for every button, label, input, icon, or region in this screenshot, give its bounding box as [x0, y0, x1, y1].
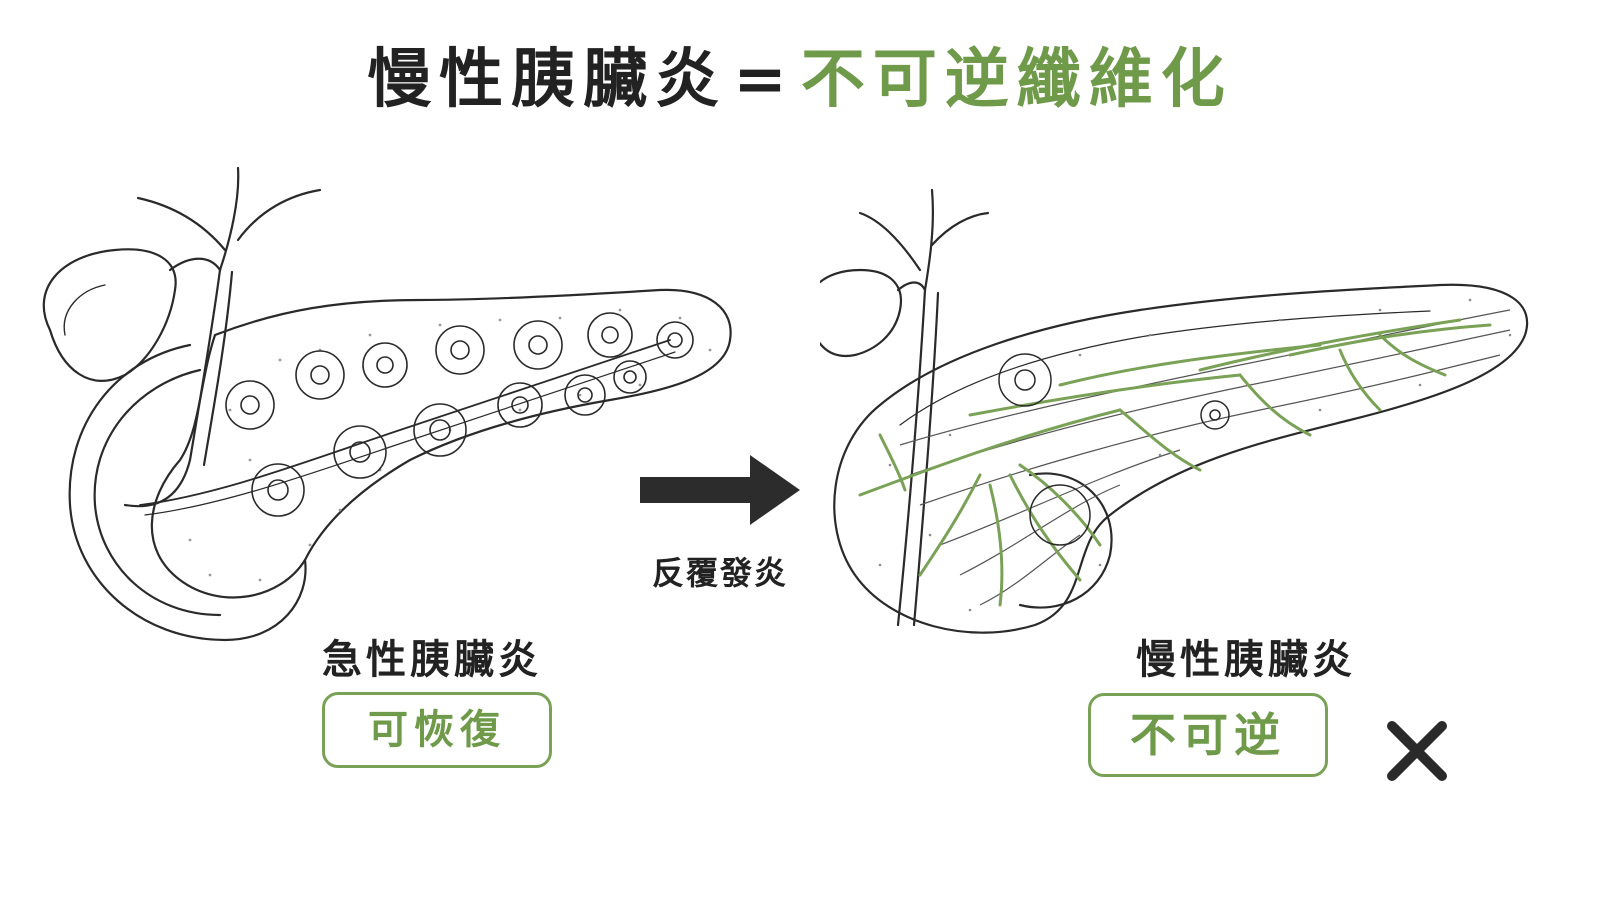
- gallbladder: [820, 268, 903, 358]
- page-title: 慢性胰臟炎=不可逆纖維化: [0, 28, 1600, 120]
- arrow-label: 反覆發炎: [651, 554, 788, 592]
- right-arrow-icon: [640, 455, 800, 525]
- title-right: 不可逆纖維化: [800, 43, 1233, 117]
- chronic-label: 慢性胰臟炎: [1136, 637, 1356, 683]
- x-mark-icon: [1387, 721, 1447, 781]
- acute-label: 急性胰臟炎: [322, 637, 542, 683]
- duodenum: [68, 343, 307, 642]
- title-left: 慢性胰臟炎: [367, 43, 728, 117]
- gallbladder: [42, 248, 177, 382]
- acute-pancreas-illustration: [42, 166, 732, 642]
- chronic-badge: 不可逆: [1088, 693, 1328, 777]
- title-equals: =: [733, 43, 795, 117]
- pancreas-outline: [150, 288, 732, 599]
- pancreas-outline: [833, 283, 1529, 634]
- acute-badge: 可恢復: [322, 692, 552, 768]
- chronic-pancreas-illustration: [820, 188, 1529, 634]
